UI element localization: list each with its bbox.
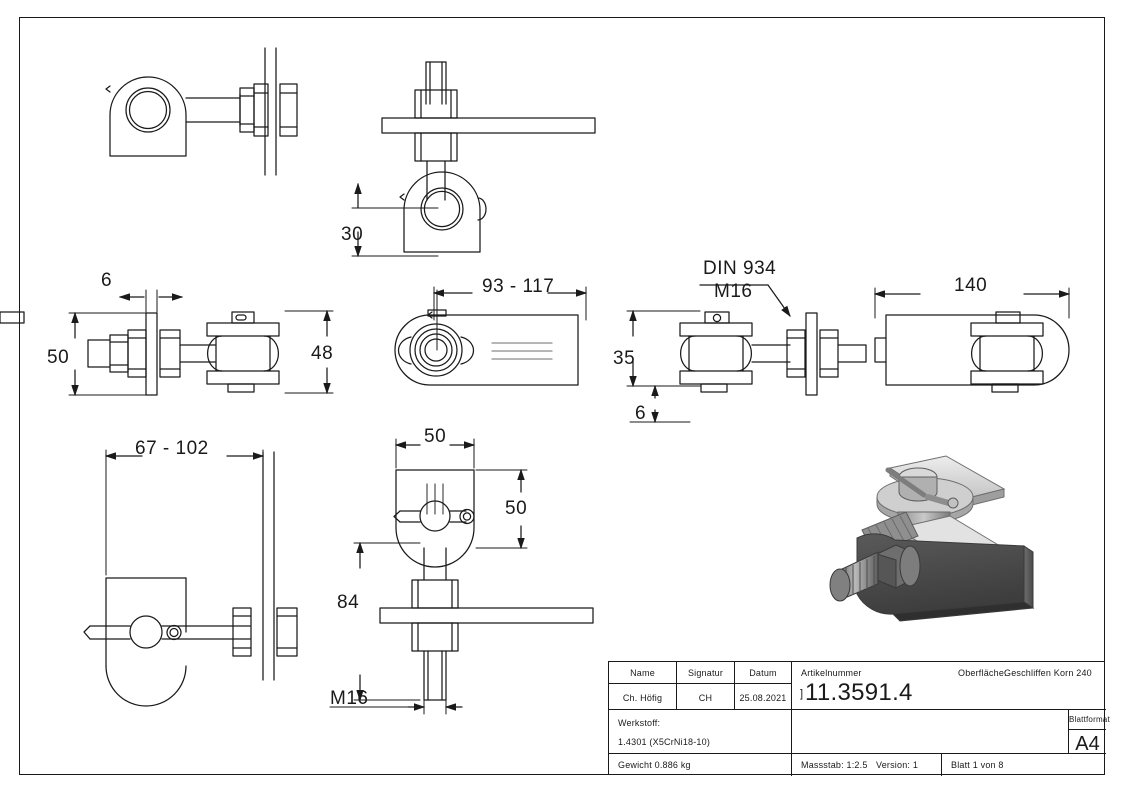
tb-cell-material: Werkstoff: 1.4301 (X5CrNi18-10)	[609, 710, 792, 754]
tb-cell-name-header: Name	[609, 662, 677, 684]
tb-date-header: Datum	[749, 668, 777, 678]
tb-name-header: Name	[630, 668, 655, 678]
dimension-label-50-right: 50	[505, 498, 528, 519]
dimension-label-35: 35	[613, 348, 636, 369]
tb-article-prefix: ]	[800, 688, 804, 700]
tb-name-value: Ch. Höfig	[622, 693, 663, 703]
dimension-label-50-top: 50	[424, 426, 447, 447]
dimension-label-m16-top: M16	[714, 281, 753, 302]
tb-material-label: Werkstoff:	[618, 718, 661, 728]
dimension-label-30: 30	[341, 224, 364, 245]
dimension-label-93-117: 93 - 117	[482, 276, 555, 297]
tb-sheetformat-value: A4	[1075, 733, 1100, 755]
tb-weight: Gewicht 0.886 kg	[618, 760, 691, 770]
dimension-label-84: 84	[337, 592, 360, 613]
sheet-border	[19, 17, 1105, 775]
tb-cell-article: Artikelnummer Oberfläche: Geschliffen Ko…	[792, 662, 1106, 710]
tb-cell-date-value: 25.08.2021	[735, 684, 792, 710]
tb-sheetcount: Blatt 1 von 8	[951, 760, 1004, 770]
tb-cell-sheetformat-label: Blattformat	[1069, 710, 1110, 730]
tb-cell-name-value: Ch. Höfig	[609, 684, 677, 710]
tb-date-value: 25.08.2021	[739, 693, 787, 703]
dimension-label-48: 48	[311, 343, 334, 364]
title-block: Name Signatur Datum Ch. Höfig CH 25.08.2…	[608, 661, 1110, 776]
tb-article-label: Artikelnummer	[801, 668, 862, 678]
tb-scale: Massstab: 1:2.5	[801, 760, 868, 770]
tb-signature-header: Signatur	[687, 668, 724, 678]
tb-material-value: 1.4301 (X5CrNi18-10)	[618, 737, 711, 747]
tb-article-number: 11.3591.4	[805, 679, 913, 706]
tb-cell-sheetcount: Blatt 1 von 8	[942, 754, 1106, 776]
tb-cell-empty	[792, 710, 1069, 754]
dimension-label-din934: DIN 934	[703, 258, 777, 279]
tb-cell-scale: Massstab: 1:2.5 Version: 1	[792, 754, 942, 776]
tb-version: Version: 1	[876, 760, 919, 770]
tb-cell-weight: Gewicht 0.886 kg	[609, 754, 792, 776]
dimension-label-m16-bot: M16	[330, 688, 369, 709]
dimension-label-6-left: 6	[101, 270, 113, 291]
dimension-label-6-mid: 6	[635, 403, 647, 424]
tb-cell-signature-value: CH	[677, 684, 735, 710]
tb-cell-sheetformat-value: A4	[1069, 730, 1106, 755]
tb-sheetformat-label: Blattformat	[1069, 715, 1110, 724]
tb-cell-date-header: Datum	[735, 662, 792, 684]
tb-surface-value: Geschliffen Korn 240	[1004, 668, 1092, 678]
dimension-label-140: 140	[954, 275, 988, 296]
tb-surface-label: Oberfläche:	[958, 668, 1007, 678]
tb-cell-signature-header: Signatur	[677, 662, 735, 684]
tb-signature-value: CH	[698, 693, 713, 703]
dimension-label-50-left: 50	[47, 347, 70, 368]
dimension-label-67-102: 67 - 102	[135, 438, 209, 459]
